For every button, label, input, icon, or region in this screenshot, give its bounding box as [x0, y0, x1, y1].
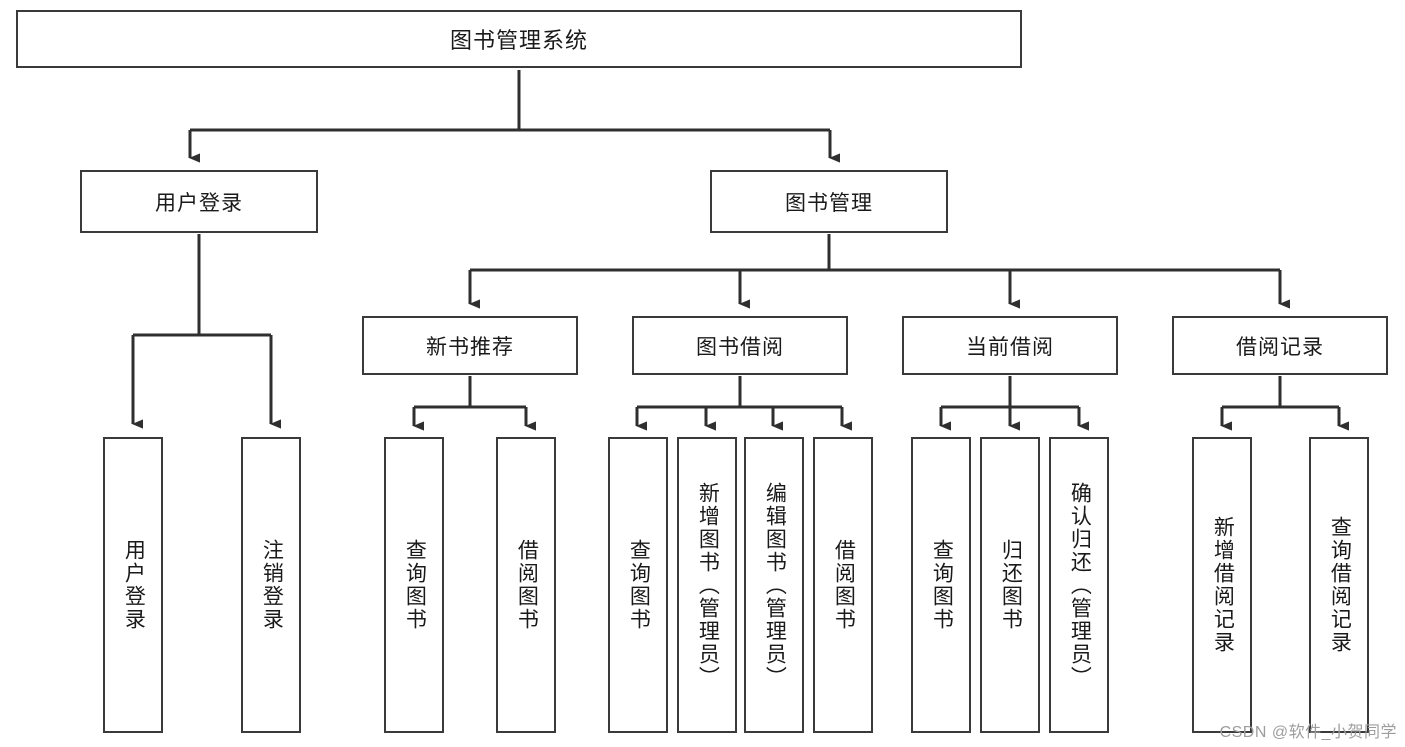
- leaf-add-book-admin-label: 新增图书（管理员）: [696, 481, 720, 689]
- leaf-query-borrow-record[interactable]: 查询借阅记录: [1309, 437, 1369, 733]
- leaf-edit-book-admin[interactable]: 编辑图书（管理员）: [744, 437, 804, 733]
- node-book-management-label: 图书管理: [785, 191, 873, 215]
- leaf-confirm-return-admin[interactable]: 确认归还（管理员）: [1049, 437, 1109, 733]
- node-current-borrow[interactable]: 当前借阅: [902, 316, 1118, 375]
- node-book-borrow-label: 图书借阅: [696, 335, 784, 359]
- leaf-query-book-recommend[interactable]: 查询图书: [384, 437, 444, 733]
- leaf-query-book-current[interactable]: 查询图书: [911, 437, 971, 733]
- leaf-return-book-label: 归还图书: [999, 539, 1023, 631]
- leaf-add-borrow-record-label: 新增借阅记录: [1211, 516, 1235, 654]
- leaf-edit-book-admin-label: 编辑图书（管理员）: [763, 481, 787, 689]
- leaf-borrow-book-recommend[interactable]: 借阅图书: [496, 437, 556, 733]
- node-root-book-management-system[interactable]: 图书管理系统: [16, 10, 1022, 68]
- leaf-query-book-borrow-label: 查询图书: [627, 539, 651, 631]
- node-root-label: 图书管理系统: [449, 28, 588, 53]
- leaf-logout-label: 注销登录: [260, 539, 284, 631]
- node-new-book-recommend-label: 新书推荐: [426, 335, 514, 359]
- node-user-login-label: 用户登录: [155, 191, 243, 215]
- leaf-borrow-book[interactable]: 借阅图书: [813, 437, 873, 733]
- node-book-borrow[interactable]: 图书借阅: [632, 316, 848, 375]
- leaf-user-login-label: 用户登录: [122, 539, 146, 631]
- leaf-query-book-borrow[interactable]: 查询图书: [608, 437, 668, 733]
- node-user-login[interactable]: 用户登录: [80, 170, 318, 233]
- leaf-query-book-current-label: 查询图书: [930, 539, 954, 631]
- node-borrow-record-label: 借阅记录: [1236, 335, 1324, 359]
- leaf-add-book-admin[interactable]: 新增图书（管理员）: [677, 437, 737, 733]
- leaf-return-book[interactable]: 归还图书: [980, 437, 1040, 733]
- leaf-query-borrow-record-label: 查询借阅记录: [1328, 516, 1352, 654]
- leaf-confirm-return-admin-label: 确认归还（管理员）: [1068, 481, 1092, 689]
- watermark-text: CSDN @软件_小贺同学: [1219, 724, 1397, 741]
- leaf-borrow-book-recommend-label: 借阅图书: [515, 539, 539, 631]
- node-new-book-recommend[interactable]: 新书推荐: [362, 316, 578, 375]
- node-book-management[interactable]: 图书管理: [710, 170, 948, 233]
- leaf-borrow-book-label: 借阅图书: [832, 539, 856, 631]
- leaf-logout[interactable]: 注销登录: [241, 437, 301, 733]
- node-current-borrow-label: 当前借阅: [966, 335, 1054, 359]
- leaf-add-borrow-record[interactable]: 新增借阅记录: [1192, 437, 1252, 733]
- leaf-user-login[interactable]: 用户登录: [103, 437, 163, 733]
- leaf-query-book-recommend-label: 查询图书: [403, 539, 427, 631]
- node-borrow-record[interactable]: 借阅记录: [1172, 316, 1388, 375]
